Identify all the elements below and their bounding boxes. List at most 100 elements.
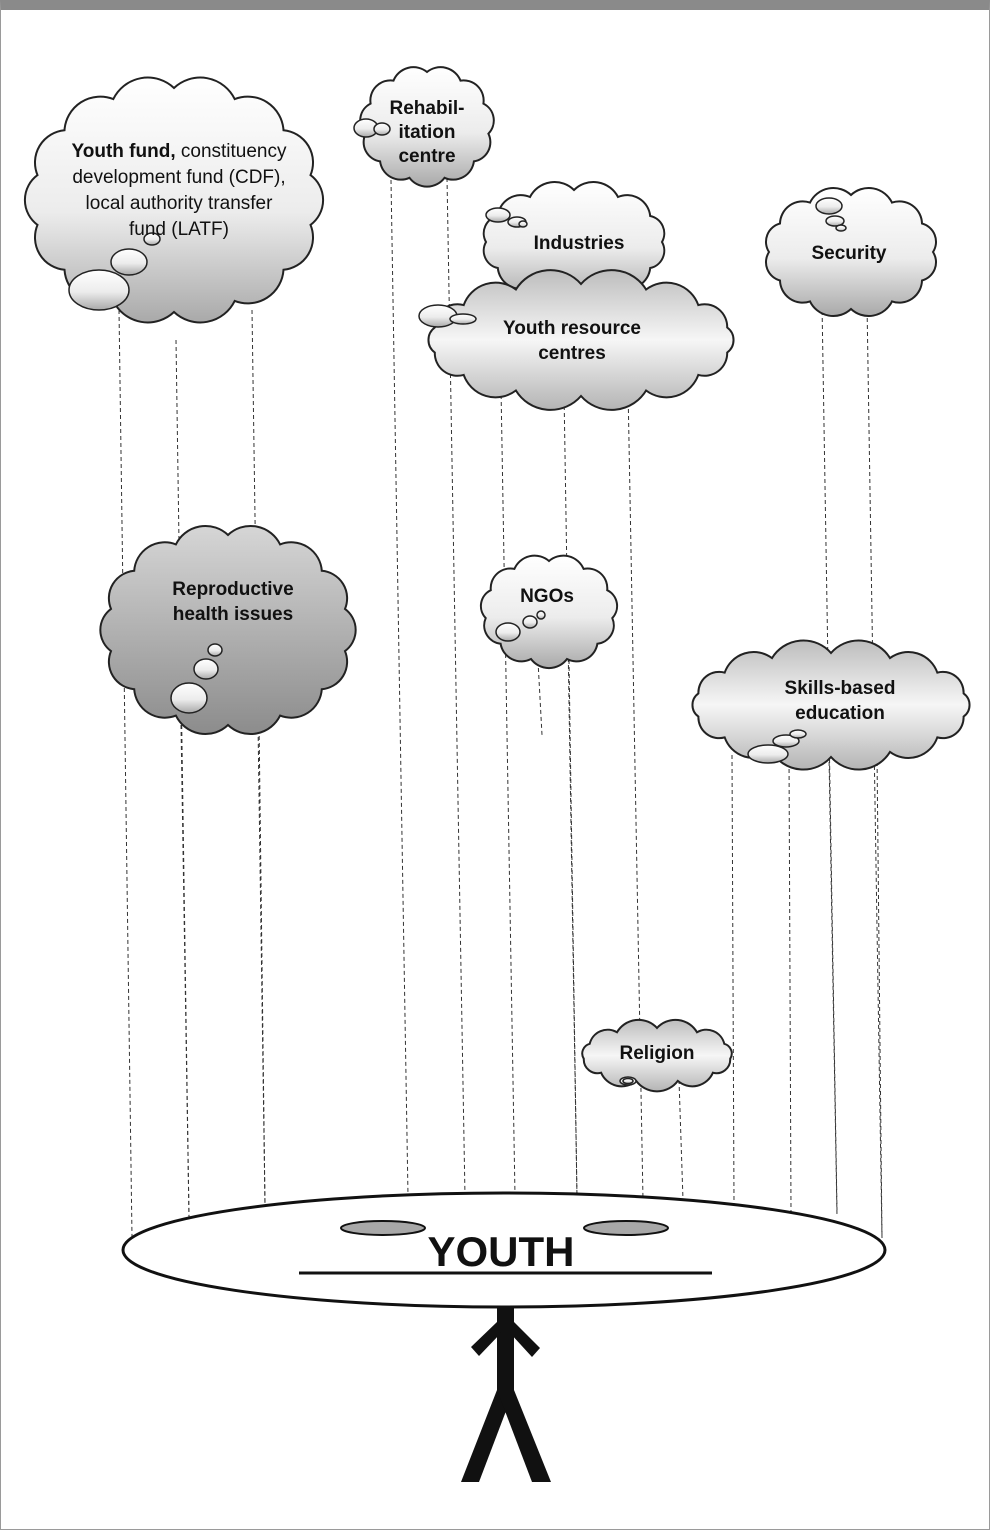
cloud-label-text: Industries: [534, 233, 625, 254]
cloud-label-line: local authority transfer: [86, 193, 274, 214]
cloud-label-text: Security: [812, 243, 887, 264]
cloud-label-text: centres: [538, 343, 606, 364]
cloud-rehabilitation: Rehabil-itation centre: [353, 66, 495, 188]
connector-line: [251, 309, 266, 1207]
cloud-security: Security: [764, 187, 938, 317]
thought-bubble-icon: [193, 658, 219, 680]
thought-bubble-icon: [68, 269, 130, 311]
thought-bubble-icon: [110, 248, 148, 276]
thought-bubble-icon: [170, 682, 208, 714]
connector-line: [118, 309, 133, 1238]
cloud-label-line: Reproductive: [172, 579, 293, 600]
thought-bubble-icon: [835, 224, 847, 232]
cloud-reproductive-health: Reproductive health issues: [99, 524, 357, 736]
cloud-label-text: Youth resource: [503, 318, 641, 339]
connector-line: [500, 387, 516, 1197]
connector-line: [568, 659, 578, 1199]
thought-bubble-icon: [772, 734, 800, 748]
cloud-label-text: development fund (CDF),: [72, 167, 285, 188]
cloud-label-line: NGOs: [520, 586, 574, 607]
cloud-shape: [764, 187, 938, 317]
cloud-shape: [359, 66, 495, 188]
cloud-ngos: NGOs: [479, 554, 619, 669]
cloud-label-line: Youth fund, constituency: [71, 141, 287, 162]
cloud-youth-fund: Youth fund, constituency development fund…: [23, 76, 325, 324]
cloud-label-line: health issues: [173, 604, 293, 625]
connector-line: [678, 1079, 684, 1201]
thought-bubble-icon: [825, 215, 845, 227]
cloud-label-line: centres: [538, 343, 606, 364]
cloud-label-line: Industries: [534, 233, 625, 254]
thought-bubble-icon: [373, 122, 391, 136]
cloud-shape: [581, 1018, 733, 1093]
cloud-label-line: education: [795, 703, 885, 724]
cloud-label-text: constituency: [176, 141, 287, 162]
connector-line: [390, 179, 409, 1197]
stick-figure-body: [461, 1306, 551, 1482]
thought-bubble-icon: [485, 207, 511, 223]
connector-line: [258, 721, 266, 1207]
cloud-label-youth-fund: Youth fund, constituency development fund…: [71, 141, 287, 240]
cloud-religion: Religion: [581, 1018, 733, 1093]
thought-bubble-icon: [622, 1077, 634, 1085]
connector-line: [563, 391, 578, 1199]
thought-bubble-icon: [143, 232, 161, 246]
thought-bubble-icon: [518, 220, 528, 228]
cloud-label-skills-education: Skills-based education: [785, 678, 896, 724]
cloud-label-rehabilitation: Rehabil-itation centre: [390, 98, 465, 167]
cloud-label-security: Security: [812, 243, 887, 264]
thought-bubble-icon: [495, 622, 521, 642]
connector-line: [175, 339, 190, 1219]
cloud-label-text: Skills-based: [785, 678, 896, 699]
cloud-label-line: itation: [399, 122, 456, 143]
cloud-shape: [99, 524, 357, 736]
cloud-label-text: NGOs: [520, 586, 574, 607]
cloud-shape: [479, 554, 619, 669]
cloud-label-text: itation: [399, 122, 456, 143]
cloud-label-text: Reproductive: [172, 579, 293, 600]
thought-bubble-icon: [522, 615, 538, 629]
clouds-layer: Youth fund, constituency development fund…: [23, 66, 971, 1093]
connector-line: [866, 303, 883, 1239]
left-eye-icon: [340, 1220, 426, 1236]
cloud-youth-resource: Youth resource centres: [418, 269, 735, 411]
connector-line: [180, 724, 190, 1219]
thought-bubble-icon: [536, 610, 546, 620]
thought-bubble-icon: [449, 313, 477, 325]
cloud-skills-education: Skills-based education: [691, 639, 971, 771]
cloud-label-text: education: [795, 703, 885, 724]
cloud-label-line: Security: [812, 243, 887, 264]
thought-bubble-icon: [207, 643, 223, 657]
thought-bubble-icon: [815, 197, 843, 215]
cloud-label-youth-resource: Youth resource centres: [503, 318, 641, 364]
connector-line: [788, 754, 792, 1213]
connector-line: [731, 754, 735, 1205]
cloud-label-text: health issues: [173, 604, 293, 625]
cloud-shape: [691, 639, 971, 771]
cloud-label-religion: Religion: [620, 1043, 695, 1064]
cloud-label-line: Rehabil-: [390, 98, 465, 119]
connector-line: [627, 387, 644, 1201]
cloud-label-reproductive-health: Reproductive health issues: [172, 579, 293, 625]
thought-bubble-icon: [789, 729, 807, 739]
cloud-label-text: local authority transfer: [86, 193, 274, 214]
cloud-shape: [427, 269, 735, 411]
youth-influences-diagram: Youth fund, constituency development fund…: [23, 66, 971, 1482]
cloud-label-line: centre: [398, 146, 455, 167]
right-eye-icon: [583, 1220, 669, 1236]
youth-label: YOUTH: [428, 1228, 575, 1275]
cloud-label-industries: Industries: [534, 233, 625, 254]
cloud-label-text: fund (LATF): [129, 219, 229, 240]
thought-bubble-icon: [747, 744, 789, 764]
cloud-label-line: Religion: [620, 1043, 695, 1064]
cloud-label-line: fund (LATF): [129, 219, 229, 240]
cloud-label-line: Youth resource: [503, 318, 641, 339]
cloud-label-line: Skills-based: [785, 678, 896, 699]
connector-line: [876, 754, 883, 1239]
youth-figure: YOUTH: [121, 1191, 887, 1482]
cloud-label-ngos: NGOs: [520, 586, 574, 607]
cloud-label-line: development fund (CDF),: [72, 167, 285, 188]
cloud-label-text: Religion: [620, 1043, 695, 1064]
cloud-label-text: centre: [398, 146, 455, 167]
